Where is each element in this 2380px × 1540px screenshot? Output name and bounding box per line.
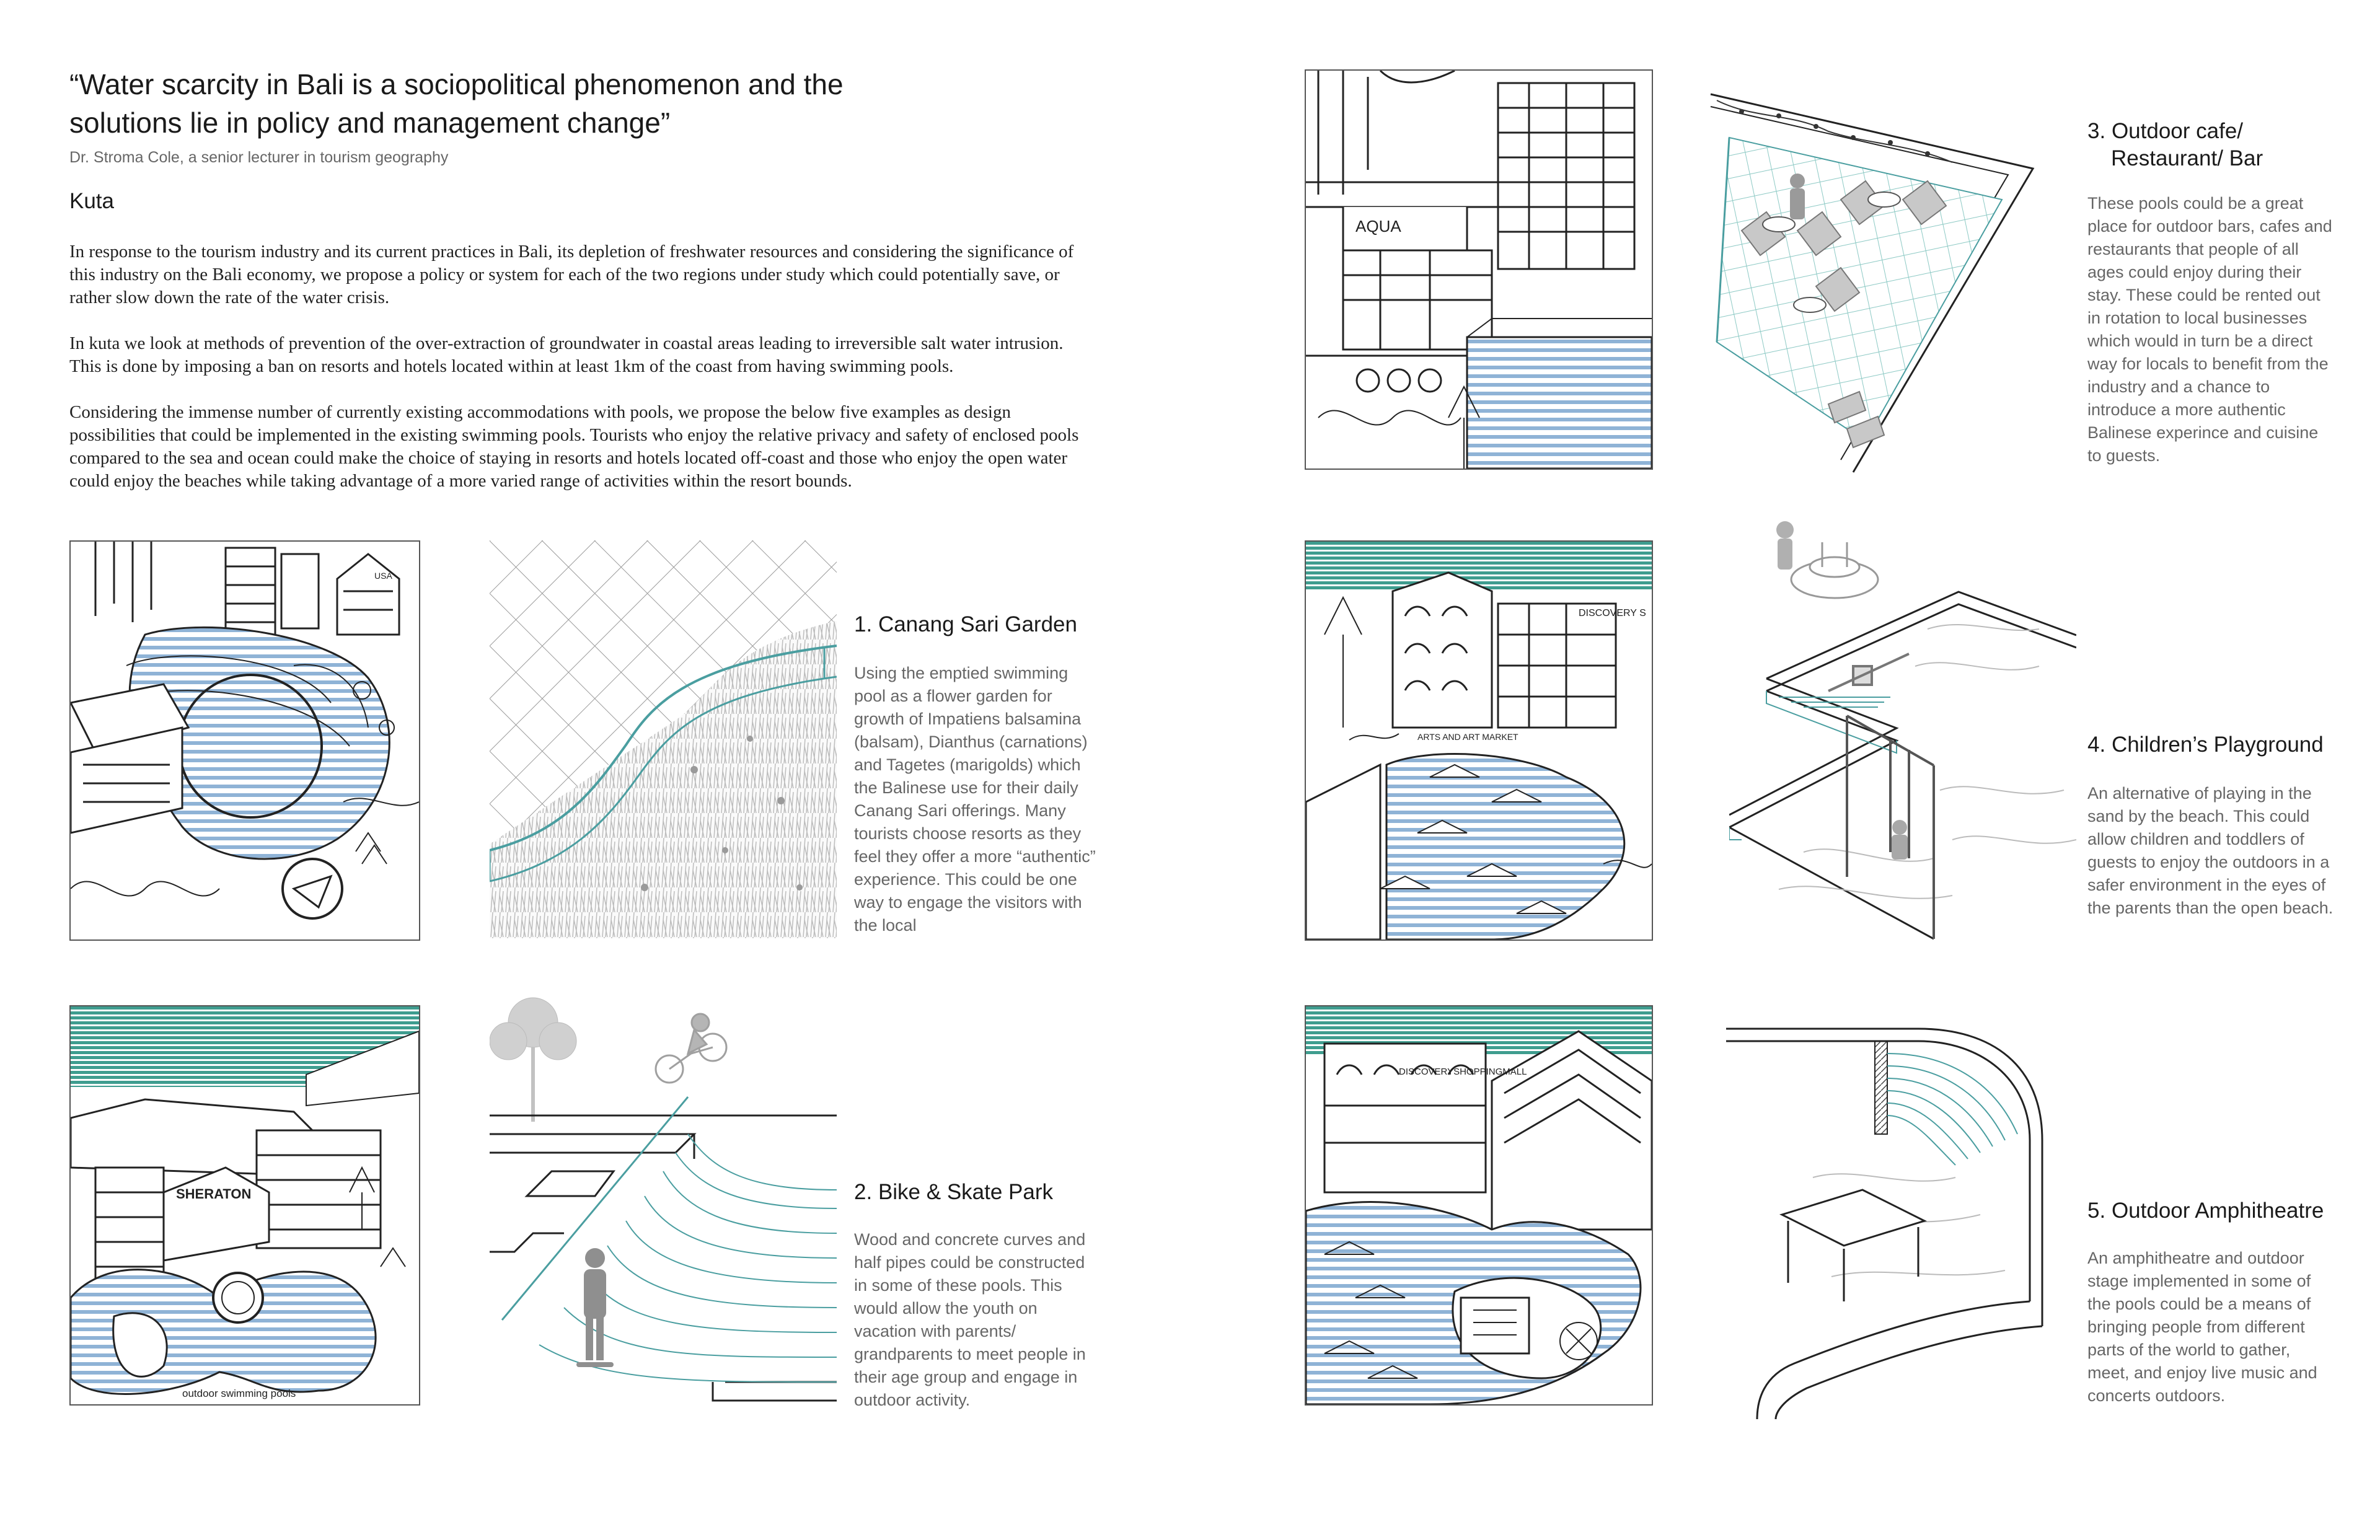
intro-paragraph-1: In response to the tourism industry and … bbox=[69, 242, 1074, 307]
headline-quote: “Water scarcity in Bali is a sociopoliti… bbox=[69, 68, 844, 139]
proposal-1-description: Using the emptied swimming pool as a flo… bbox=[854, 664, 1096, 935]
sketch-label-discovery-top: DISCOVERY S bbox=[1579, 608, 1646, 618]
proposal-4-number: 4. bbox=[2087, 733, 2106, 757]
sketch-label-outdoor-pools: outdoor swimming pools bbox=[182, 1388, 296, 1399]
proposal-5-description: An amphitheatre and outdoor stage implem… bbox=[2087, 1249, 2317, 1405]
quote-attribution: Dr. Stroma Cole, a senior lecturer in to… bbox=[69, 149, 449, 166]
proposal-3-title: 3. Outdoor cafe/ Restaurant/ Bar bbox=[2087, 118, 2263, 172]
sketch-label-aqua: AQUA bbox=[1355, 217, 1401, 235]
proposal-5-title: 5. Outdoor Amphitheatre bbox=[2087, 1197, 2324, 1225]
sketch-canang-sari-resort: USA bbox=[69, 540, 420, 941]
sketch-label-market: ARTS AND ART MARKET bbox=[1417, 732, 1518, 742]
sketch-discovery-mall: DISCOVERYSHOPPINGMALL bbox=[1305, 1005, 1653, 1406]
sketch-label-discovery-mall: DISCOVERYSHOPPINGMALL bbox=[1399, 1067, 1527, 1077]
sketch-label-sheraton: SHERATON bbox=[176, 1186, 251, 1202]
diagram-bike-skate-park bbox=[490, 985, 837, 1407]
intro-paragraph-3: Considering the immense number of curren… bbox=[69, 402, 1079, 491]
proposal-1-title-text: Canang Sari Garden bbox=[878, 612, 1077, 636]
proposal-5-number: 5. bbox=[2087, 1199, 2106, 1223]
proposal-4-description: An alternative of playing in the sand by… bbox=[2087, 784, 2334, 917]
sketch-aqua-hotel: AQUA bbox=[1305, 69, 1653, 470]
proposal-2-number: 2. bbox=[854, 1180, 873, 1204]
proposal-5-title-text: Outdoor Amphitheatre bbox=[2111, 1199, 2324, 1223]
proposal-2-description: Wood and concrete curves and half pipes … bbox=[854, 1230, 1086, 1409]
proposal-3-description: These pools could be a great place for o… bbox=[2087, 194, 2332, 465]
proposal-4-title-text: Children’s Playground bbox=[2111, 733, 2324, 757]
proposal-2-title-text: Bike & Skate Park bbox=[878, 1180, 1054, 1204]
region-heading: Kuta bbox=[69, 189, 114, 213]
diagram-outdoor-cafe bbox=[1704, 69, 2052, 478]
diagram-childrens-playground bbox=[1729, 505, 2076, 945]
proposal-3-title-line1: Outdoor cafe/ bbox=[2111, 119, 2244, 143]
diagram-outdoor-amphitheatre bbox=[1720, 1016, 2067, 1419]
proposal-1-number: 1. bbox=[854, 612, 873, 636]
sketch-discovery-resort: DISCOVERY S ARTS AND ART MARKET bbox=[1305, 540, 1653, 941]
diagram-canang-sari-garden bbox=[490, 540, 837, 938]
sketch-label-usa: USA bbox=[374, 571, 392, 581]
proposal-4-title: 4. Children’s Playground bbox=[2087, 731, 2324, 759]
proposal-1-title: 1. Canang Sari Garden bbox=[854, 611, 1077, 638]
proposal-3-number: 3. bbox=[2087, 119, 2106, 143]
proposal-3-title-line2: Restaurant/ Bar bbox=[2111, 146, 2263, 170]
sketch-sheraton-resort: SHERATON outdoor swimming pools bbox=[69, 1005, 420, 1406]
intro-paragraph-2: In kuta we look at methods of prevention… bbox=[69, 333, 1064, 376]
proposal-2-title: 2. Bike & Skate Park bbox=[854, 1179, 1053, 1206]
